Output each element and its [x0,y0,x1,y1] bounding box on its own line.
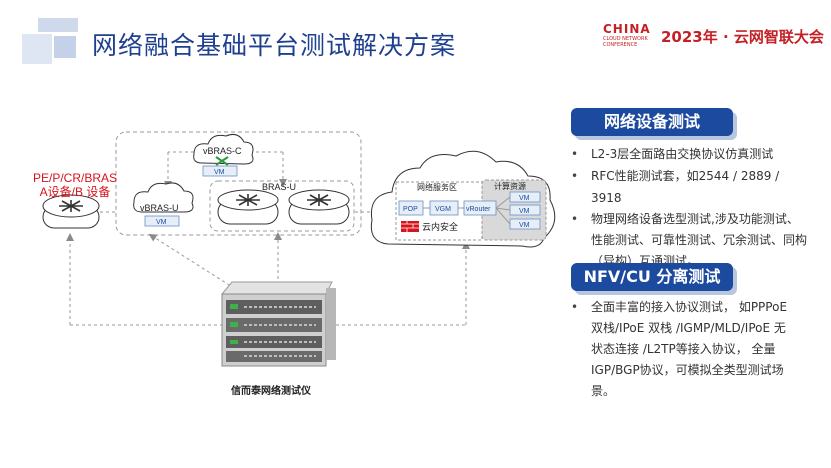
test-instrument-icon [220,281,336,367]
logo-sub-text-2: CONFERENCE [603,42,638,48]
logo-event-text: 2023年 · 云网智联大会 [661,28,824,46]
vbras-c-vm-box [202,165,238,177]
pe-router-icon [42,194,100,229]
compute-resources-label: 计算资源 [494,181,526,191]
pe-device-label-line2: A设备/B 设备 [39,185,111,199]
page-title: 网络融合基础平台测试解决方案 [92,31,457,60]
vbras-u-vm-box [144,215,180,227]
bras-u-label: BRAS-U [262,182,296,192]
pe-device-label: PE/P/CR/BRAS A设备/B 设备 [25,171,125,199]
vrouter-label: vRouter [466,206,491,213]
vgm-label: VGM [435,206,451,213]
bras-u-router-1-icon [217,189,279,225]
vbras-u-cloud-icon [133,182,194,213]
logo-china-text: CHINA [603,22,651,36]
test-instrument-label: 信而泰网络测试仪 [231,386,311,397]
firewall-icon [401,221,419,232]
vbras-u-label: vBRAS-U [140,203,179,213]
compute-vm-1-label: VM [519,195,530,202]
network-test-bullet-1: L2-3层全面路由交换协议仿真测试 [571,143,807,165]
network-test-bullet-2: RFC性能测试套，如2544 / 2889 / 3918 [571,165,807,209]
compute-vm-2-label: VM [519,208,530,215]
network-test-list: L2-3层全面路由交换协议仿真测试 RFC性能测试套，如2544 / 2889 … [571,143,807,272]
event-logo: CHINA CLOUD NETWORK CONFERENCE 2023年 · 云… [603,22,824,52]
vbras-c-swap-icon [215,156,229,166]
pop-label: POP [403,206,418,213]
nfv-test-bullet-1: 全面丰富的接入协议测试， 如PPPoE双栈/IPoE 双栈 /IGMP/MLD/… [571,297,793,402]
network-diagram: vBRAS-C VM vBRAS-U VM BRAS-U 网络服务区 计算资源 … [42,131,556,367]
vbras-c-label: vBRAS-C [203,146,242,156]
network-service-area-label: 网络服务区 [417,182,457,192]
virtual-group-box [115,131,362,236]
nfv-test-list: 全面丰富的接入协议测试， 如PPPoE双栈/IPoE 双栈 /IGMP/MLD/… [571,297,793,402]
logo-sub-text-1: CLOUD NETWORK [603,36,648,42]
pe-device-label-line1: PE/P/CR/BRAS [32,171,118,185]
vbras-u-vm-label: VM [156,219,167,226]
bras-u-router-2-icon [288,189,350,225]
vbras-c-vm-label: VM [214,169,225,176]
title-decoration-icon [22,18,78,64]
compute-vm-3-label: VM [519,222,530,229]
vbras-c-cloud-icon [193,134,254,165]
network-test-title: 网络设备测试 [571,108,733,136]
cloud-security-label: 云内安全 [422,221,458,232]
nfv-test-title: NFV/CU 分离测试 [571,263,733,291]
